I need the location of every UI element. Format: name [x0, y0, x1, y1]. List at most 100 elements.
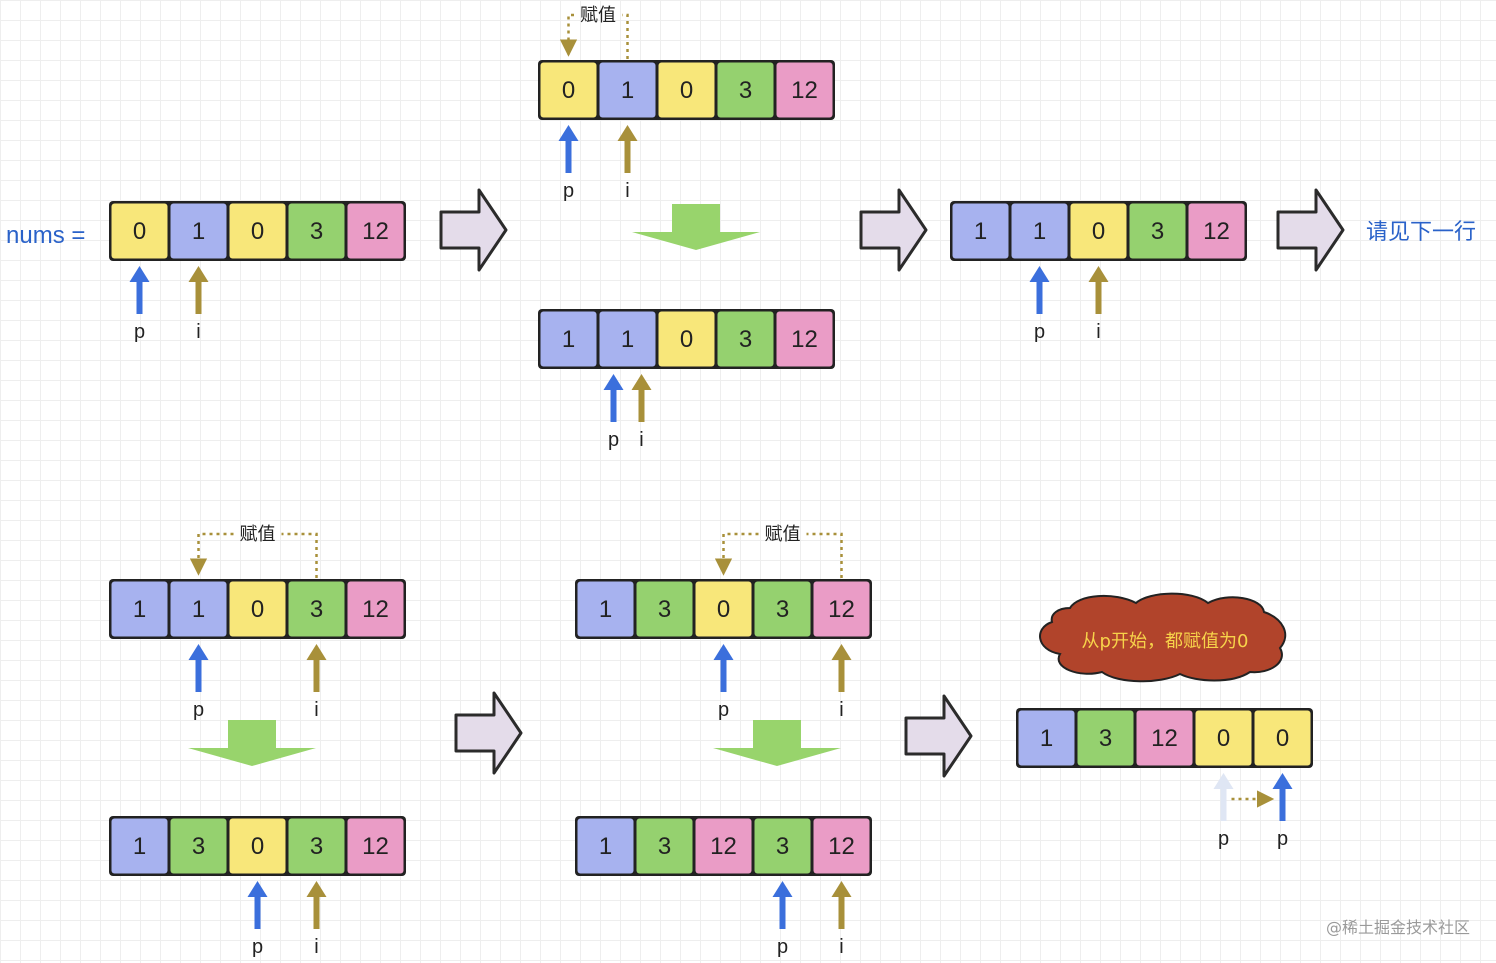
pointer-p-arrow-icon [772, 881, 793, 897]
array-cell-value: 0 [1276, 725, 1289, 752]
array-cell [636, 581, 693, 637]
pointer-arrow-shaft [838, 895, 845, 929]
array-cell [658, 311, 715, 367]
array-cell-value: 0 [133, 218, 146, 245]
pointer-p-arrow-icon [713, 644, 734, 660]
cloud-callout [1039, 592, 1287, 683]
pointer-arrow-shaft [313, 658, 320, 692]
pointer-label: p [777, 936, 788, 958]
pointer-i-arrow-icon [306, 881, 327, 897]
array-cell-value: 3 [310, 833, 323, 860]
array-cell-value: 0 [680, 326, 693, 353]
pointer-label: p [252, 936, 263, 958]
pointer-arrow-shaft [638, 388, 645, 422]
pointer-label: p [134, 321, 145, 343]
array-cell-value: 3 [1151, 218, 1164, 245]
pointer-i-arrow-icon [831, 881, 852, 897]
array-cell [288, 818, 345, 874]
pointer-arrow-shaft [313, 895, 320, 929]
array-cell [1195, 710, 1252, 766]
pointer-label: p [608, 429, 619, 451]
array-cell-value: 3 [192, 833, 205, 860]
array-cell-value: 12 [791, 77, 818, 104]
step-down-arrow-icon [713, 720, 841, 766]
pointer-arrow-shaft [195, 280, 202, 314]
array-cell-value: 12 [362, 596, 389, 623]
array-cell-value: 12 [362, 833, 389, 860]
see-next-line-label: 请见下一行 [1366, 220, 1476, 245]
array-cell [1136, 710, 1193, 766]
pointer-arrow-shaft [1220, 787, 1227, 821]
array-cell [170, 818, 227, 874]
array-cell-value: 1 [599, 833, 612, 860]
array-cell [540, 62, 597, 118]
assign-connector [559, 13, 578, 57]
pointer-label: p [1034, 321, 1045, 343]
pointer-arrow-shaft [1095, 280, 1102, 314]
array-cell [170, 581, 227, 637]
pointer-arrow-shaft [720, 658, 727, 692]
array-cell [229, 203, 286, 259]
assign-label: 赋值 [765, 524, 801, 545]
step-down-arrow-icon [188, 720, 316, 766]
array-cell [695, 818, 752, 874]
array-cell-value: 3 [658, 833, 671, 860]
array-cell-value: 0 [562, 77, 575, 104]
pointer-p-arrow-icon [1029, 266, 1050, 282]
array-cell [658, 62, 715, 118]
array-cell-value: 3 [776, 596, 789, 623]
array-cell [599, 62, 656, 118]
array-cell [1188, 203, 1245, 259]
array-cell [1070, 203, 1127, 259]
array-cell [288, 203, 345, 259]
pointer-arrow-shaft [195, 658, 202, 692]
pointer-arrow-shaft [610, 388, 617, 422]
array-cell-value: 3 [739, 326, 752, 353]
watermark: @稀土掘金技术社区 [1326, 918, 1470, 937]
array-cell [577, 581, 634, 637]
transition-arrow-right-icon [454, 691, 523, 775]
array-cell-value: 1 [621, 326, 634, 353]
pointer-label: p [1277, 828, 1288, 850]
transition-arrow-right-icon [1276, 188, 1345, 272]
pointer-p-arrow-icon [1213, 773, 1234, 789]
array-cell-value: 1 [1040, 725, 1053, 752]
cloud-text: 从p开始，都赋值为0 [1082, 631, 1249, 652]
pointer-label: i [839, 699, 843, 721]
array-cell [229, 818, 286, 874]
array-cell-value: 12 [1151, 725, 1178, 752]
array-cell-value: 0 [680, 77, 693, 104]
pointer-p-arrow-icon [188, 644, 209, 660]
pointer-p-arrow-icon [247, 881, 268, 897]
array-cell-value: 3 [739, 77, 752, 104]
assign-connector [714, 532, 759, 576]
array-cell-value: 1 [192, 218, 205, 245]
pointer-label: i [1096, 321, 1100, 343]
array-cell-value: 12 [1203, 218, 1230, 245]
array-cell-value: 3 [776, 833, 789, 860]
array-cell-value: 12 [791, 326, 818, 353]
array-cell-value: 1 [974, 218, 987, 245]
pointer-arrow-shaft [1279, 787, 1286, 821]
assign-label: 赋值 [240, 524, 276, 545]
pointer-p-arrow-icon [558, 125, 579, 141]
transition-arrow-right-icon [904, 694, 973, 778]
array-cell [1011, 203, 1068, 259]
pointer-arrow-shaft [838, 658, 845, 692]
pointer-p-arrow-icon [129, 266, 150, 282]
array-cell-value: 3 [658, 596, 671, 623]
array-cell [776, 311, 833, 367]
pointer-label: i [625, 180, 629, 202]
array-cell [1254, 710, 1311, 766]
array-cell-value: 1 [621, 77, 634, 104]
pointer-i-arrow-icon [631, 374, 652, 390]
array-cell [1129, 203, 1186, 259]
pointer-label: p [1218, 828, 1229, 850]
transition-arrow-right-icon [439, 188, 508, 272]
nums-label: nums = [6, 222, 85, 249]
